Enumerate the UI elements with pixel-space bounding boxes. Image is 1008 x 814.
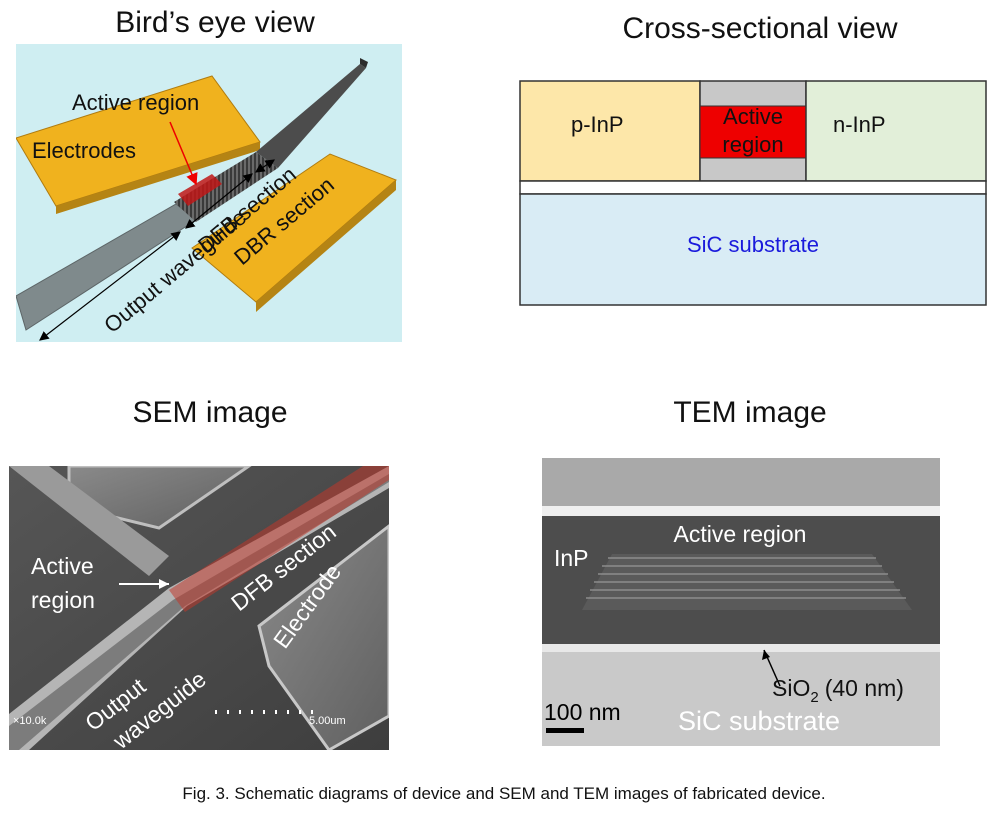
birds-eye-diagram: Active region Electrodes DFB section DBR…	[15, 44, 402, 342]
tem-active-stack	[582, 554, 912, 610]
p-inp-layer	[519, 80, 701, 182]
cross-active-label-1: Active	[723, 104, 783, 129]
active-region-block	[699, 105, 807, 159]
tem-active-label: Active region	[674, 521, 807, 547]
tem-scale-label: 100 nm	[544, 699, 621, 725]
tem-title: TEM image	[673, 396, 827, 429]
sem-active-label-1: Active	[31, 553, 94, 579]
cross-section-diagram: p-InP Active region n-InP SiC substrate	[519, 80, 987, 306]
cross-section-title: Cross-sectional view	[622, 12, 898, 45]
tem-scale-bar	[546, 728, 584, 733]
n-inp-layer	[805, 80, 987, 182]
substrate-layer	[519, 193, 987, 306]
sem-magnification: ×10.0k	[13, 715, 47, 727]
sem-scale-label: 5.00um	[309, 715, 346, 727]
sem-active-label-2: region	[31, 587, 95, 613]
sem-title: SEM image	[132, 396, 288, 429]
sem-image: ×10.0k 5.00um Active region DFB section …	[9, 466, 389, 750]
sem-dfb-red-overlay	[169, 466, 389, 612]
tem-inp-label: InP	[554, 545, 589, 571]
tem-substrate-label: SiC substrate	[678, 706, 840, 736]
tem-sio2-label: SiO2(40 nm)	[772, 675, 904, 706]
figure-caption: Fig. 3. Schematic diagrams of device and…	[182, 784, 826, 803]
birds-eye-electrodes-label: Electrodes	[32, 138, 136, 163]
substrate-label: SiC substrate	[687, 232, 819, 257]
p-inp-label: p-InP	[571, 112, 624, 137]
cross-active-label-2: region	[722, 132, 783, 157]
n-inp-label: n-InP	[833, 112, 886, 137]
tem-sio2-layer	[542, 644, 940, 652]
tem-substrate-layer	[542, 652, 940, 746]
sio2-thin-layer	[519, 180, 987, 195]
birds-eye-active-region-label: Active region	[72, 90, 199, 115]
tem-image: Active region InP SiO2(40 nm) 100 nm SiC…	[542, 458, 940, 746]
birds-eye-title: Bird’s eye view	[115, 6, 315, 39]
